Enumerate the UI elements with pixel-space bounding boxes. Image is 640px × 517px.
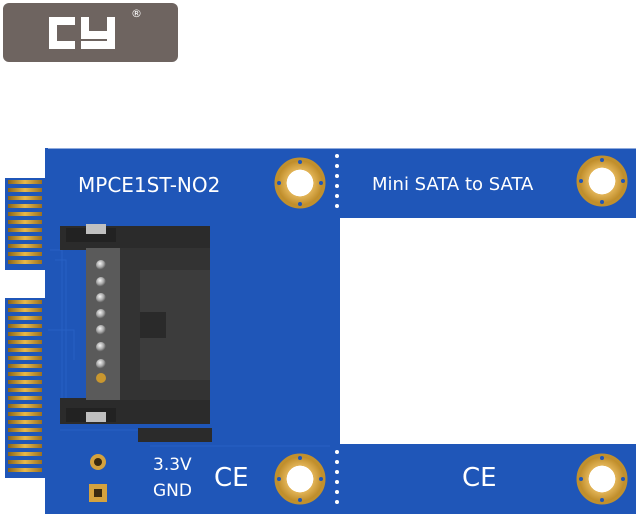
board-description-label: Mini SATA to SATA: [372, 174, 534, 195]
ce-mark-left: CE: [214, 463, 249, 493]
hole-rim-vias: [277, 158, 625, 502]
brand-logo-mark: [49, 17, 115, 49]
ce-mark-right: CE: [462, 463, 497, 493]
registered-mark: ®: [131, 7, 142, 20]
edge-connector-fingers: [5, 178, 45, 478]
brand-logo: ®: [3, 3, 178, 62]
sata-connector: [60, 224, 212, 442]
test-pads: [89, 454, 107, 502]
divider-dots: [335, 154, 339, 504]
mounting-holes: [274, 155, 628, 505]
board-model-label: MPCE1ST-NO2: [78, 173, 220, 197]
voltage-label: 3.3V: [153, 455, 192, 475]
ground-label: GND: [153, 481, 192, 501]
